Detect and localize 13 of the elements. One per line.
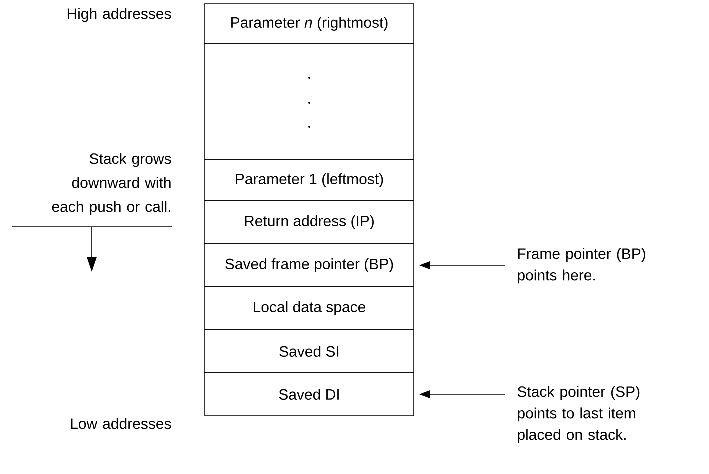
stack-cell: Return address (IP)	[204, 200, 414, 244]
stack-cell: Saved SI	[204, 330, 414, 374]
pointer-label: Stack pointer (SP) points to last item placed on stack.	[518, 386, 640, 444]
stack-cell: Parameter n (rightmost)	[204, 4, 414, 44]
stack-cell: Parameter 1 (leftmost)	[204, 160, 414, 202]
side-label: Low addresses	[71, 418, 172, 430]
ellipsis-cell	[204, 44, 414, 160]
stack-cell: Local data space	[204, 286, 414, 330]
stack-cell: Saved frame pointer (BP)	[204, 244, 414, 288]
pointer-label: Frame pointer (BP) points here.	[518, 248, 646, 284]
side-label: Stack grows downward with each push or call.	[52, 153, 172, 216]
stack-cell: Saved DI	[204, 372, 414, 416]
side-label: High addresses	[68, 8, 172, 22]
